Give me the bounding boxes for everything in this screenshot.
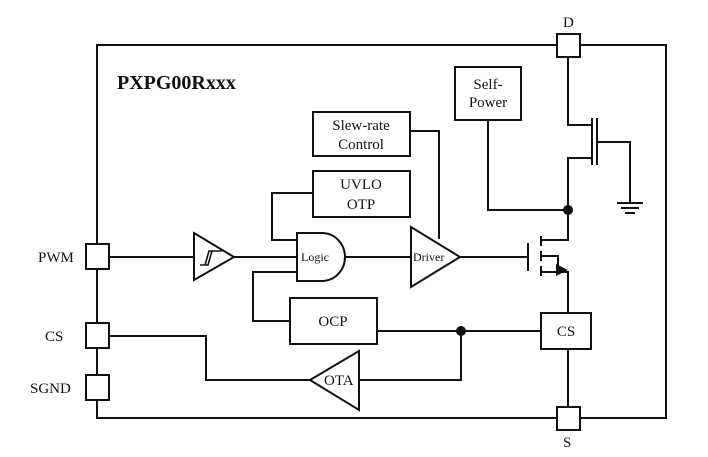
ota-label: OTA <box>324 373 354 389</box>
slew-rate-control-block <box>312 111 411 157</box>
pin-d-label: D <box>563 15 574 31</box>
wires <box>96 56 631 418</box>
uvlo-otp-block <box>312 170 411 218</box>
ground-icon <box>617 202 643 214</box>
pin-cs-label: CS <box>45 329 63 345</box>
pin-s <box>556 406 581 431</box>
logic-and-gate <box>296 232 346 282</box>
hysteresis-icon <box>200 250 222 266</box>
slew-rate-label-line2: Control <box>338 137 384 153</box>
ocp-label: OCP <box>318 314 347 330</box>
chip-title: PXPG00Rxxx <box>117 72 236 94</box>
lower-mosfet-symbol <box>527 236 568 276</box>
driver-label: Driver <box>413 250 444 264</box>
chip-outline <box>96 44 667 419</box>
slew-rate-label-line1: Slew-rate <box>332 118 390 134</box>
driver-buffer <box>410 225 462 289</box>
pin-cs <box>85 322 110 349</box>
pin-sgnd <box>85 374 110 401</box>
pin-pwm <box>85 243 110 270</box>
schmitt-trigger-buffer <box>193 231 236 282</box>
uvlo-label: UVLO <box>340 177 382 193</box>
otp-label: OTP <box>347 197 375 213</box>
upper-mosfet-symbol <box>591 118 598 165</box>
ocp-block <box>289 297 378 345</box>
self-power-label-line2: Power <box>469 95 507 111</box>
pin-s-label: S <box>563 435 571 451</box>
ota-amplifier <box>308 349 360 412</box>
self-power-block <box>454 66 522 121</box>
mosfet-arrow-icon <box>556 264 568 276</box>
pin-pwm-label: PWM <box>38 250 74 266</box>
pin-sgnd-label: SGND <box>30 381 71 397</box>
junction-dot <box>563 205 573 215</box>
current-sense-block <box>540 312 592 350</box>
pin-d <box>556 33 581 58</box>
junction-dot <box>456 326 466 336</box>
logic-label: Logic <box>301 250 329 264</box>
self-power-label-line1: Self- <box>473 77 502 93</box>
current-sense-label: CS <box>557 324 575 340</box>
